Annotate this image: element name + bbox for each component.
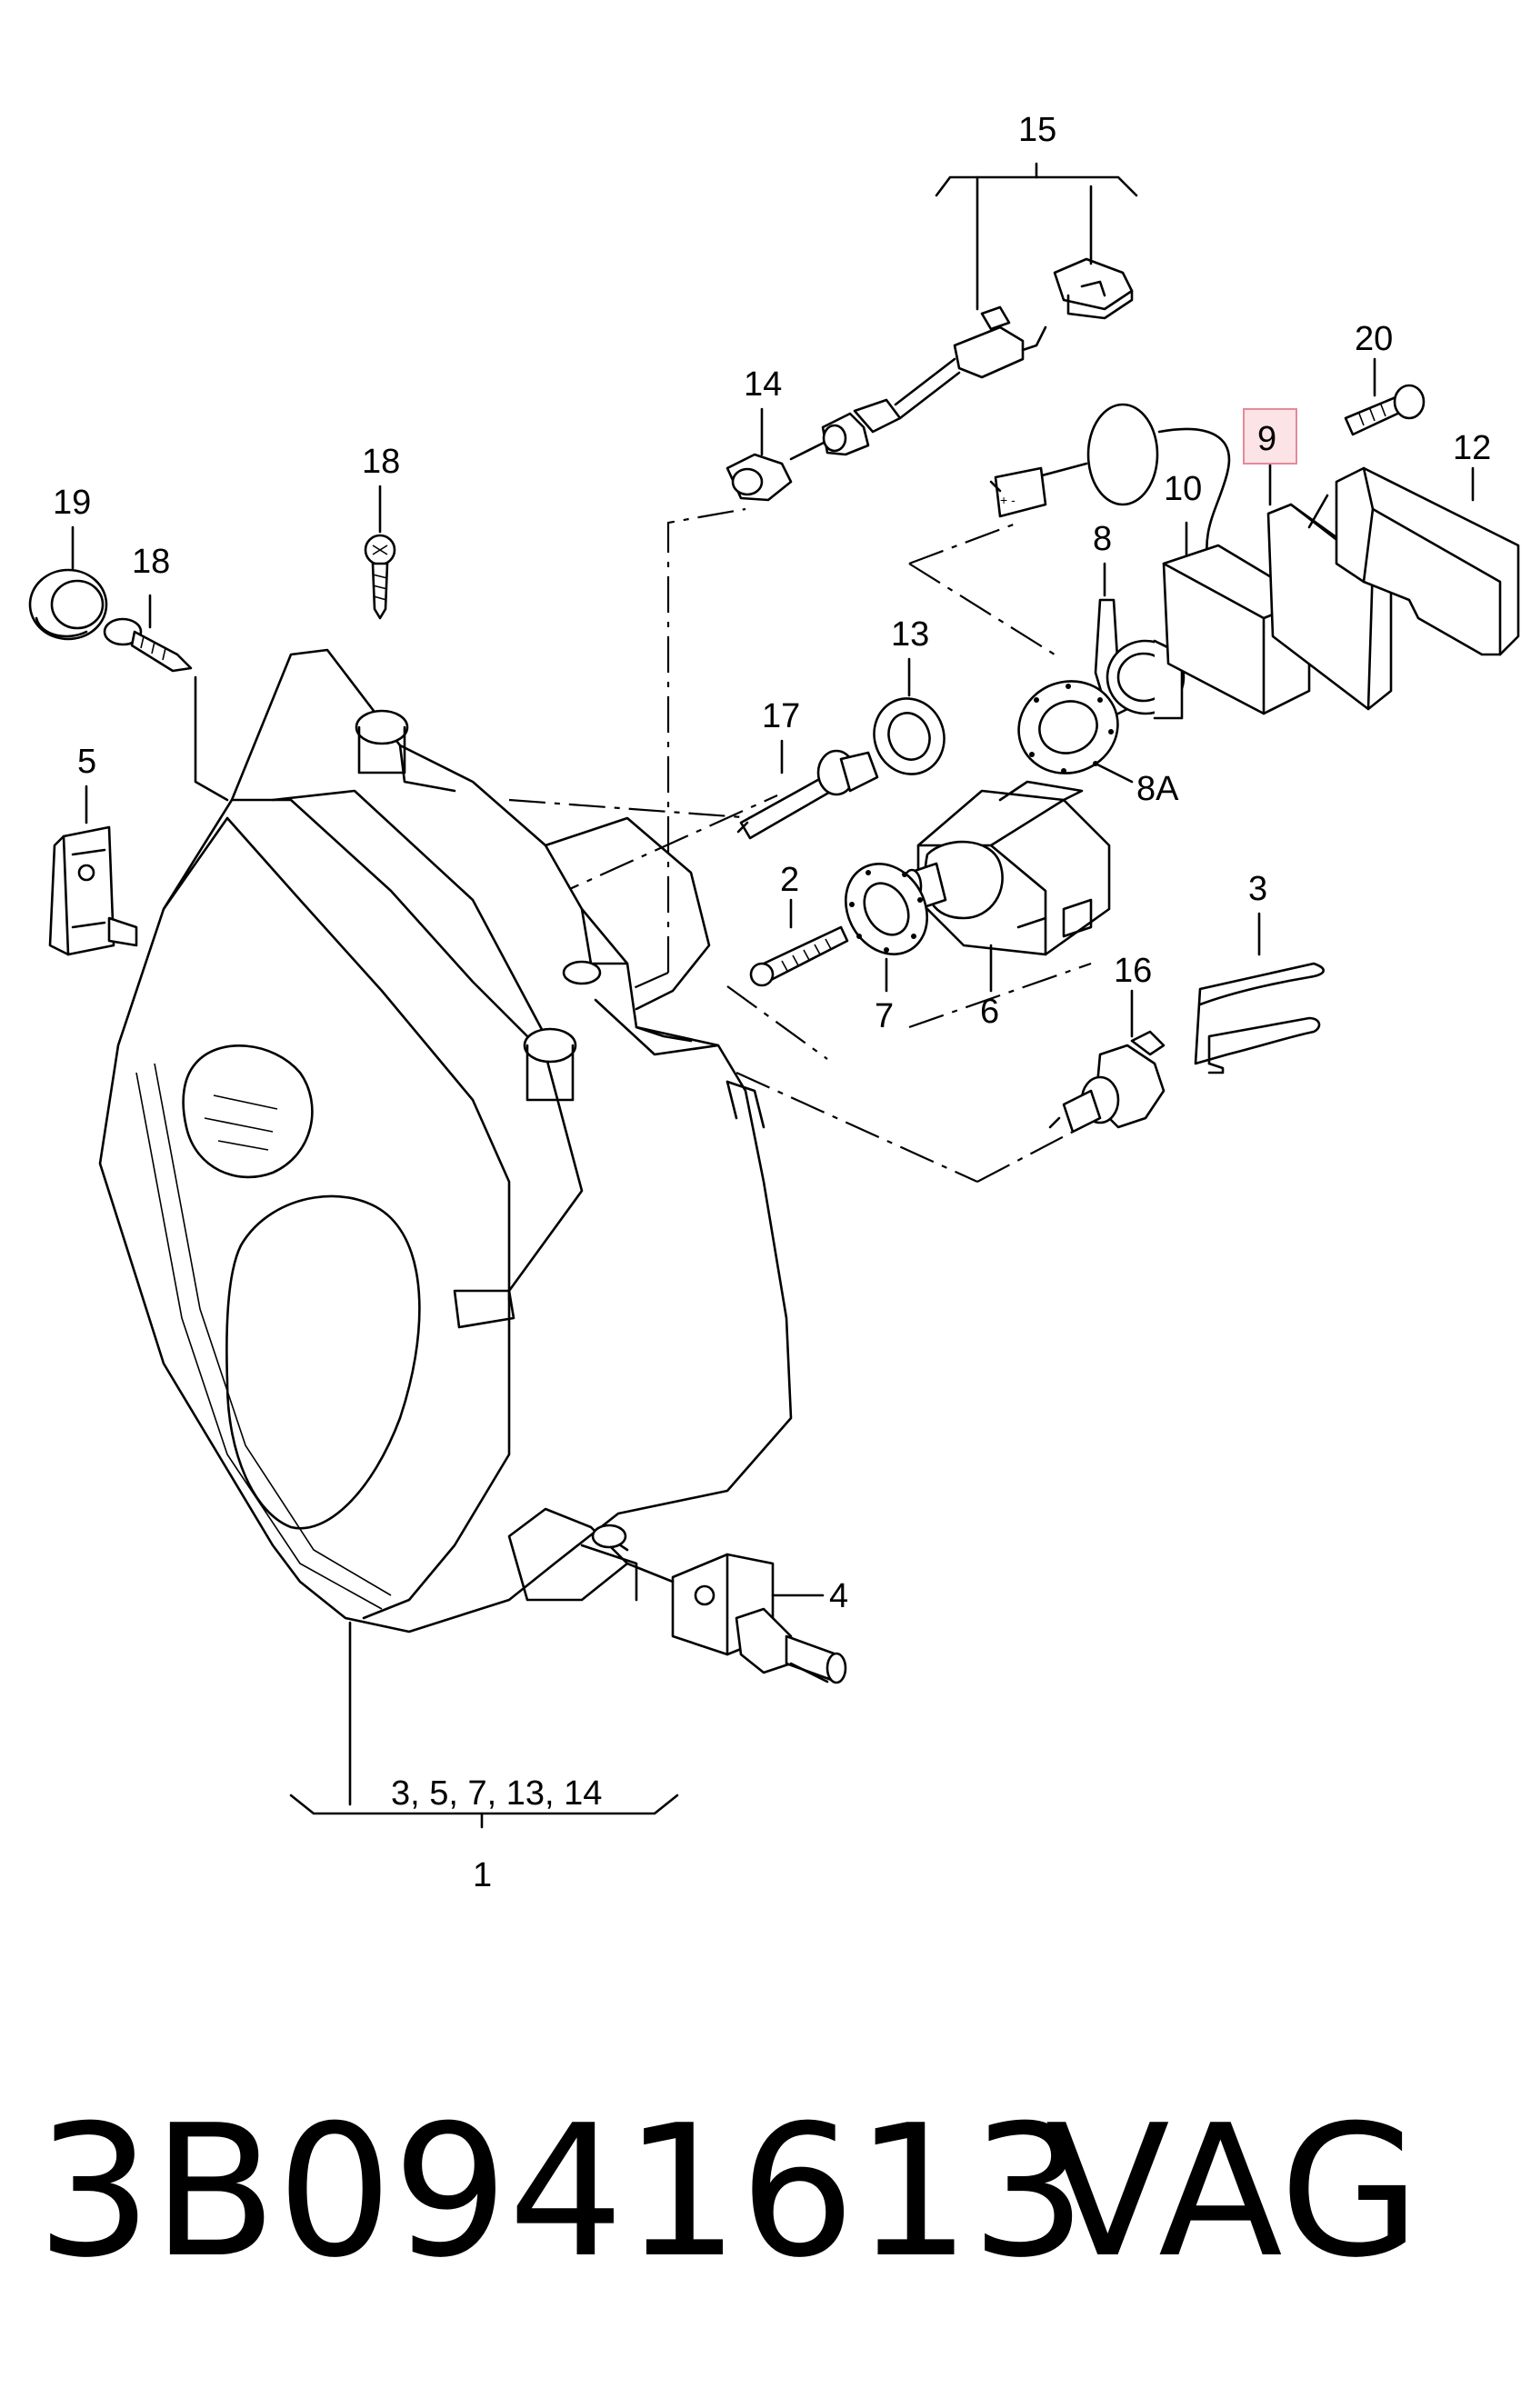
gasket-7 <box>844 863 929 955</box>
brand-name: VAG <box>1046 2086 1420 2298</box>
callout-14: 14 <box>744 365 782 404</box>
callout-20: 20 <box>1355 320 1393 358</box>
callout-13: 13 <box>891 615 929 654</box>
callout-1: 1 <box>473 1856 492 1894</box>
adjusting-screw-2 <box>749 925 849 987</box>
callout-18-top: 18 <box>362 443 400 481</box>
bulb-16 <box>1048 1030 1166 1134</box>
callout-4: 4 <box>829 1577 848 1615</box>
ballast-assembly: + - <box>989 403 1520 715</box>
svg-text:+ -: + - <box>1000 493 1016 507</box>
callout-group: 3, 5, 7, 13, 14 <box>391 1774 602 1813</box>
callout-18-left: 18 <box>132 543 170 581</box>
callout-leaders <box>71 162 1475 1829</box>
screw-20 <box>1344 384 1426 436</box>
callout-6: 6 <box>980 993 999 1031</box>
cap-19 <box>28 568 108 641</box>
screw-18-left <box>103 617 193 673</box>
seal-ring-13 <box>873 697 946 775</box>
callout-10: 10 <box>1164 470 1202 508</box>
callout-8: 8 <box>1093 520 1112 558</box>
adjusting-motor-6 <box>901 780 1111 956</box>
part-number: 3B0941613 <box>36 2086 1086 2298</box>
callout-3: 3 <box>1248 870 1267 908</box>
callout-19: 19 <box>53 484 91 522</box>
callout-2: 2 <box>780 861 799 899</box>
callout-9-highlight <box>1243 408 1297 465</box>
callout-5: 5 <box>77 743 96 781</box>
callout-16: 16 <box>1114 952 1152 990</box>
mounting-tab-5 <box>48 825 138 956</box>
spring-clip-3 <box>1194 962 1325 1074</box>
gasket-8a <box>1017 680 1119 774</box>
bulb-17 <box>736 749 879 840</box>
callout-15: 15 <box>1018 111 1056 149</box>
screw-18-top <box>364 534 396 620</box>
adjuster-4 <box>591 1524 847 1684</box>
wiring-14-15 <box>725 257 1134 502</box>
headlight-housing <box>98 648 793 1634</box>
callout-labels: 15 20 14 12 9 18 19 10 8 18 13 17 5 8A 2… <box>53 111 1491 1894</box>
callout-8a: 8A <box>1136 770 1179 808</box>
callout-12: 12 <box>1453 429 1491 467</box>
callout-9: 9 <box>1257 420 1276 458</box>
callout-7: 7 <box>875 997 894 1035</box>
callout-17: 17 <box>762 697 800 735</box>
